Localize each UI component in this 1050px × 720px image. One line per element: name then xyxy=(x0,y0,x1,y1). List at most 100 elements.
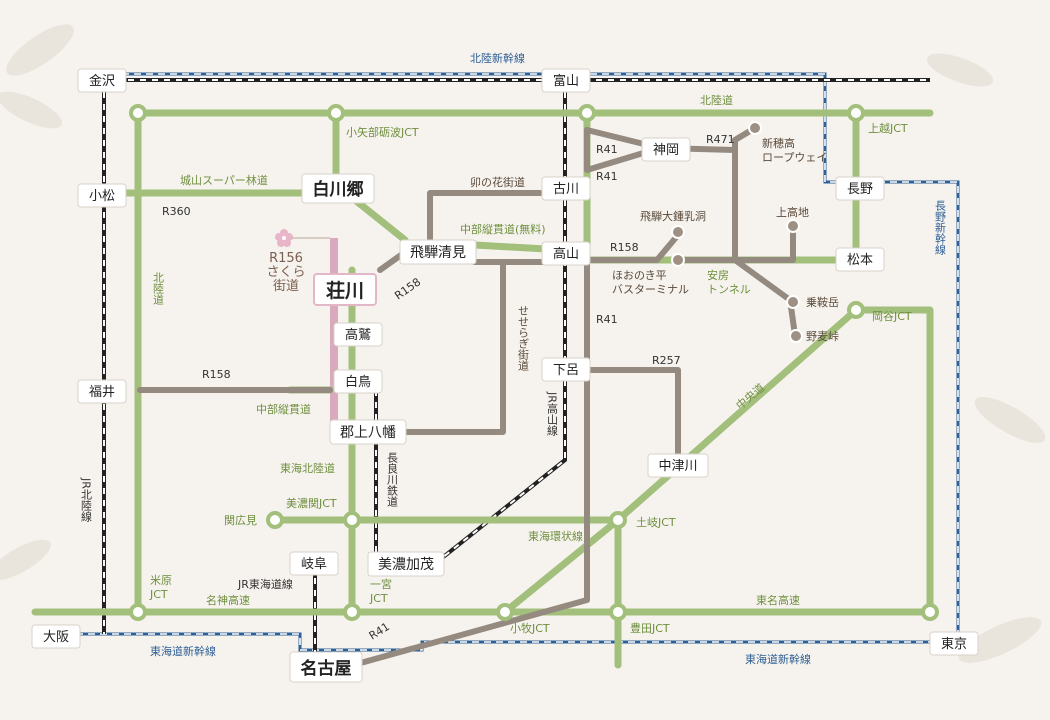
svg-text:古川: 古川 xyxy=(553,182,579,197)
city-toyama[interactable]: 富山 xyxy=(541,68,591,93)
label-shinhotaka: 新穂高ロープウェイ xyxy=(762,136,827,164)
label-r41-d: R41 xyxy=(367,620,392,642)
svg-text:福井: 福井 xyxy=(89,385,115,400)
city-takayama[interactable]: 高山 xyxy=(541,241,591,266)
city-furukawa[interactable]: 古川 xyxy=(541,176,591,201)
city-shirotori[interactable]: 白鳥 xyxy=(333,369,383,394)
label-nomugi: 野麦峠 xyxy=(806,329,839,343)
jr-lines xyxy=(102,78,930,658)
junction-circle xyxy=(343,511,361,529)
label-r158-b: R158 xyxy=(392,275,423,302)
svg-text:名古屋: 名古屋 xyxy=(301,658,352,679)
svg-text:荘川: 荘川 xyxy=(326,279,364,302)
junction-circle xyxy=(609,603,627,621)
label-r158-c: R158 xyxy=(202,368,231,381)
label-nagano-shinkansen: 長野新幹線 xyxy=(934,200,947,255)
svg-text:高鷲: 高鷲 xyxy=(345,327,371,343)
label-mino-seki-jct: 美濃関JCT xyxy=(286,496,337,510)
city-takasu[interactable]: 高鷲 xyxy=(333,322,383,347)
city-komatsu[interactable]: 小松 xyxy=(77,183,127,208)
label-hida-cave: 飛騨大鍾乳洞 xyxy=(640,209,706,223)
city-gifu[interactable]: 岐阜 xyxy=(289,551,339,576)
label-norikura: 乗鞍岳 xyxy=(806,295,839,309)
place-labels: 飛騨大鍾乳洞 上高地 乗鞍岳 野麦峠 関広見 xyxy=(224,205,839,527)
city-nagano[interactable]: 長野 xyxy=(835,176,885,201)
city-tokyo[interactable]: 東京 xyxy=(929,631,979,656)
svg-text:東京: 東京 xyxy=(941,636,967,652)
junction-circle xyxy=(609,511,627,529)
svg-text:中津川: 中津川 xyxy=(658,459,697,474)
svg-text:富山: 富山 xyxy=(553,73,579,89)
pin-hida-cave xyxy=(671,225,685,239)
label-tokaido-shinkansen-right: 東海道新幹線 xyxy=(745,652,811,666)
pin-shinhotaka xyxy=(748,121,762,135)
svg-text:白鳥: 白鳥 xyxy=(345,374,371,390)
city-matsumoto[interactable]: 松本 xyxy=(835,247,885,272)
label-r471: R471 xyxy=(706,133,735,146)
svg-text:飛騨清見: 飛騨清見 xyxy=(410,245,466,261)
label-sekigahara: 関広見 xyxy=(224,514,257,527)
city-hida-kiyomi[interactable]: 飛騨清見 xyxy=(399,239,477,265)
city-osaka[interactable]: 大阪 xyxy=(31,624,81,649)
sakura-icon xyxy=(275,229,293,247)
vertical-labels: 北陸道 長野新幹線 せせらぎ街道 JR高山線 長良川鉄道 JR北陸線 xyxy=(80,200,947,522)
svg-text:美濃加茂: 美濃加茂 xyxy=(378,556,434,573)
label-shiroyama: 城山スーパー林道 xyxy=(180,173,268,187)
label-toyota-jct: 豊田JCT xyxy=(630,622,670,635)
junction-circle xyxy=(129,603,147,621)
svg-text:岐阜: 岐阜 xyxy=(301,556,327,572)
label-komaki-jct: 小牧JCT xyxy=(510,621,550,635)
svg-text:郡上八幡: 郡上八幡 xyxy=(340,425,396,441)
junction-circle xyxy=(129,104,147,122)
city-gujo-hachiman[interactable]: 郡上八幡 xyxy=(329,419,407,445)
label-seseragi: せせらぎ街道 xyxy=(517,305,530,371)
label-chubu-jukan-free: 中部縦貫道(無料) xyxy=(460,222,546,236)
label-chubu-jukan: 中部縦貫道 xyxy=(256,402,311,416)
city-mino-kamo[interactable]: 美濃加茂 xyxy=(367,551,445,577)
label-koyabe-jct: 小矢部砺波JCT xyxy=(346,125,419,139)
label-abo-tunnel: 安房トンネル xyxy=(707,268,751,296)
svg-text:長野: 長野 xyxy=(847,182,873,197)
label-jr-takayama: JR高山線 xyxy=(546,391,559,436)
junction-circle xyxy=(921,603,939,621)
city-kanazawa[interactable]: 金沢 xyxy=(77,68,127,93)
label-kamikochi: 上高地 xyxy=(776,205,809,219)
label-r158-a: R158 xyxy=(610,241,639,254)
svg-text:金沢: 金沢 xyxy=(89,73,115,89)
junction-circle xyxy=(343,603,361,621)
city-fukui[interactable]: 福井 xyxy=(77,379,127,404)
city-nakatsugawa[interactable]: 中津川 xyxy=(647,453,709,478)
svg-text:松本: 松本 xyxy=(847,253,873,268)
pin-honoki xyxy=(671,253,685,267)
city-nagoya[interactable]: 名古屋 xyxy=(289,651,363,683)
city-labels: 金沢 富山 小松 白川郷 古川 神岡 長野 飛騨清見 高山 松本 荘川 高鷲 福… xyxy=(31,68,979,683)
city-shokawa[interactable]: 荘川 xyxy=(313,273,377,306)
label-honoki: ほおのき平バスターミナル xyxy=(612,269,689,296)
label-toki-jct: 土岐JCT xyxy=(636,516,676,529)
junction-markers xyxy=(129,104,939,621)
label-unohana: 卯の花街道 xyxy=(470,175,525,189)
label-hokuriku-shinkansen: 北陸新幹線 xyxy=(470,51,525,65)
pin-norikura xyxy=(786,295,800,309)
city-kamioka[interactable]: 神岡 xyxy=(641,137,691,162)
city-shirakawago[interactable]: 白川郷 xyxy=(301,173,375,204)
svg-text:小松: 小松 xyxy=(89,189,115,204)
junction-circle xyxy=(496,603,514,621)
label-tomei: 東名高速 xyxy=(756,593,800,607)
svg-text:高山: 高山 xyxy=(553,246,579,262)
label-r41-b: R41 xyxy=(596,170,618,183)
pin-kamikochi xyxy=(786,219,800,233)
label-tokaido-shinkansen-left: 東海道新幹線 xyxy=(150,644,216,658)
city-gero[interactable]: 下呂 xyxy=(541,357,591,382)
junction-circle xyxy=(327,104,345,122)
label-hokurikudo-left: 北陸道 xyxy=(152,272,165,305)
label-r41-c: R41 xyxy=(596,313,618,326)
shinkansen-lines xyxy=(52,72,960,652)
label-okaya-jct: 岡谷JCT xyxy=(872,310,912,323)
junction-circle xyxy=(847,104,865,122)
